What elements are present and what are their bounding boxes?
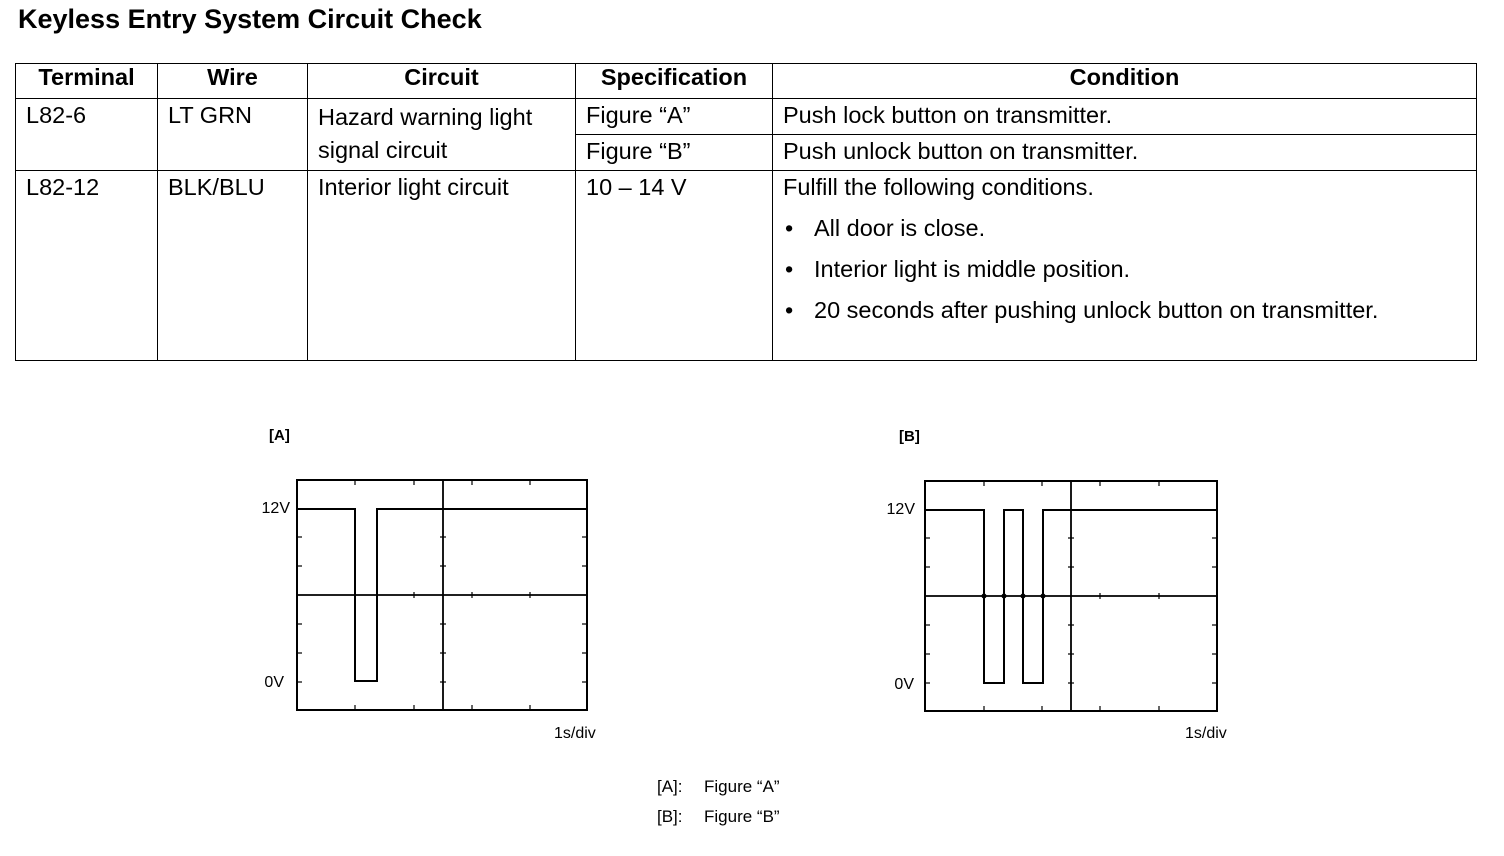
legend-text: Figure “A” — [704, 777, 780, 796]
figure-a-label: [A] — [269, 427, 290, 444]
cell-terminal: L82-12 — [15, 170, 158, 361]
condition-list: All door is close. Interior light is mid… — [783, 212, 1466, 326]
cell-circuit: Interior light circuit — [307, 170, 576, 361]
legend-text: Figure “B” — [704, 807, 780, 826]
list-item: Interior light is middle position. — [783, 253, 1466, 285]
header-terminal: Terminal — [15, 63, 158, 99]
table-row: L82-6 LT GRN Hazard warning light signal… — [15, 98, 1477, 171]
condition-intro: Fulfill the following conditions. — [783, 174, 1094, 200]
table-header-row: Terminal Wire Circuit Specification Cond… — [15, 63, 1477, 99]
y-high-label: 12V — [887, 501, 916, 518]
y-low-label: 0V — [894, 676, 914, 693]
y-high-label: 12V — [262, 500, 291, 517]
cell-specification: Figure “B” — [575, 134, 773, 171]
cell-condition: Push unlock button on transmitter. — [772, 134, 1477, 171]
cell-specification: 10 – 14 V — [575, 170, 773, 361]
list-item: All door is close. — [783, 212, 1466, 244]
cell-terminal: L82-6 — [15, 98, 158, 171]
header-specification: Specification — [575, 63, 773, 99]
y-low-label: 0V — [264, 674, 284, 691]
timebase-label: 1s/div — [554, 725, 596, 742]
cell-wire: LT GRN — [157, 98, 308, 171]
legend-item-a: [A]: Figure “A” — [657, 777, 780, 797]
legend-key: [B]: — [657, 807, 683, 826]
cell-specification: Figure “A” — [575, 98, 773, 135]
cell-condition: Push lock button on transmitter. — [772, 98, 1477, 135]
table-row: Figure “B” Push unlock button on transmi… — [16, 134, 1477, 171]
cell-wire: BLK/BLU — [157, 170, 308, 361]
timebase-label: 1s/div — [1185, 725, 1227, 742]
figure-b-label: [B] — [899, 428, 920, 445]
page-title: Keyless Entry System Circuit Check — [18, 4, 482, 34]
waveform-figure-b: 12V 0V 1s/div — [887, 480, 1227, 742]
table-row: L82-12 BLK/BLU Interior light circuit 10… — [15, 170, 1477, 361]
header-wire: Wire — [157, 63, 308, 99]
legend-item-b: [B]: Figure “B” — [657, 807, 780, 827]
cell-circuit: Hazard warning light signal circuit — [307, 98, 576, 171]
circuit-check-table: Terminal Wire Circuit Specification Cond… — [15, 63, 1477, 361]
list-item: 20 seconds after pushing unlock button o… — [783, 294, 1466, 326]
cell-condition: Fulfill the following conditions. All do… — [772, 170, 1477, 361]
legend-key: [A]: — [657, 777, 683, 796]
header-circuit: Circuit — [307, 63, 576, 99]
header-condition: Condition — [772, 63, 1477, 99]
waveform-figure-a: 12V 0V 1s/div — [262, 479, 596, 742]
